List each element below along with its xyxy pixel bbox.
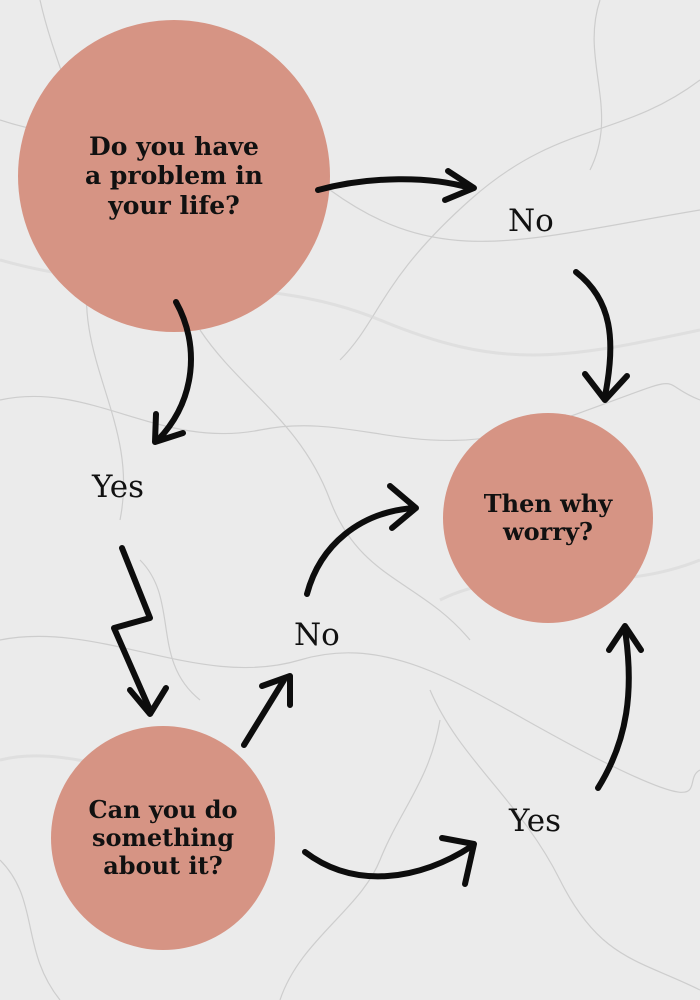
edge-label-yes-bottom: Yes xyxy=(509,803,562,839)
question-can-do-node: Can you do something about it? xyxy=(51,726,275,950)
question-problem-text: Do you have a problem in your life? xyxy=(85,131,263,220)
question-problem-node: Do you have a problem in your life? xyxy=(18,20,330,332)
edge-label-no-mid: No xyxy=(294,617,340,653)
question-can-do-text: Can you do something about it? xyxy=(88,794,238,881)
edge-label-yes-left: Yes xyxy=(92,469,145,505)
conclusion-worry-node: Then why worry? xyxy=(443,413,653,623)
conclusion-worry-text: Then why worry? xyxy=(483,488,613,546)
edge-label-no-top: No xyxy=(508,203,554,239)
